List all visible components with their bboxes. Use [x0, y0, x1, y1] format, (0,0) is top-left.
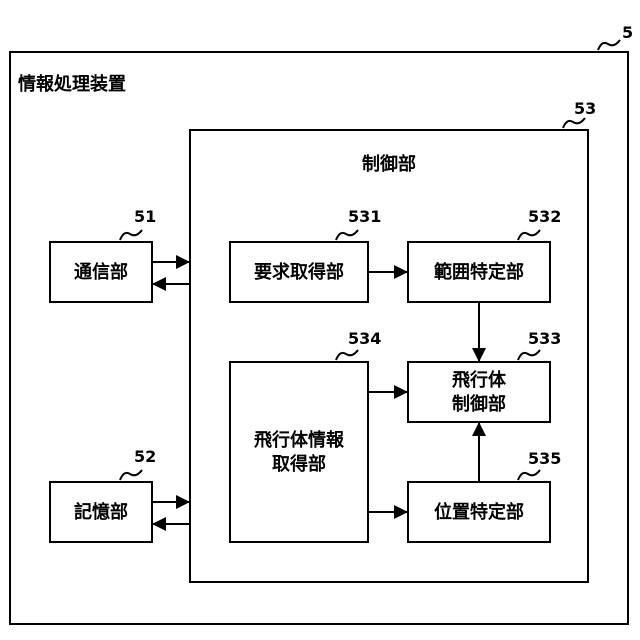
apparatus-label: 情報処理装置	[18, 73, 126, 95]
control-unit-label: 制御部	[362, 153, 416, 175]
storage-unit-label: 記憶部	[74, 501, 128, 523]
flying-object-control-unit-ref: 533	[528, 329, 561, 348]
communication-unit-ref: 51	[134, 207, 156, 226]
communication-unit-label: 通信部	[74, 261, 128, 283]
request-acquisition-unit-ref: 531	[348, 207, 381, 226]
flying-object-info-acquisition-unit-ref: 534	[348, 329, 381, 348]
apparatus-leader	[598, 40, 620, 50]
flying-object-control-unit-line2: 制御部	[452, 393, 506, 415]
flying-object-info-acquisition-unit-line1: 飛行体情報	[254, 429, 345, 451]
apparatus-ref: 5	[622, 23, 633, 42]
control-unit-ref: 53	[574, 99, 596, 118]
flying-object-info-acquisition-unit-line2: 取得部	[272, 453, 326, 475]
request-acquisition-unit-label: 要求取得部	[254, 261, 344, 283]
position-identification-unit-ref: 535	[528, 449, 561, 468]
storage-unit-ref: 52	[134, 447, 156, 466]
position-identification-unit-label: 位置特定部	[434, 501, 524, 523]
range-identification-unit-label: 範囲特定部	[434, 261, 524, 283]
flying-object-control-unit-line1: 飛行体	[452, 369, 507, 391]
range-identification-unit-ref: 532	[528, 207, 561, 226]
